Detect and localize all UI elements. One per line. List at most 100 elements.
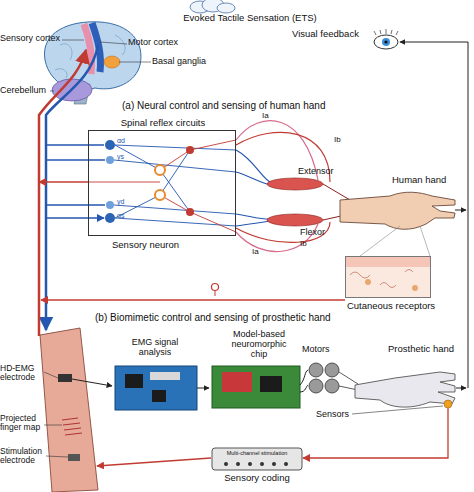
human-hand xyxy=(340,192,455,229)
efferent-nerve xyxy=(236,150,272,226)
afferent-symbol: Ia xyxy=(262,112,282,121)
gamma-motor-neuron xyxy=(106,201,114,209)
feedback-line xyxy=(468,213,469,388)
interneuron xyxy=(155,165,165,175)
afferent-axon xyxy=(88,140,236,232)
motor xyxy=(309,363,323,377)
sensory-neuron xyxy=(186,146,194,154)
part-label: Sensors xyxy=(316,410,356,420)
feedback-line xyxy=(400,42,468,213)
stimulator-box: Multi-channel stimulationSensory coding xyxy=(212,448,302,470)
thought-cloud xyxy=(190,0,235,13)
fingertip-sensor xyxy=(444,400,452,408)
receptor-inset: Cutaneous receptors xyxy=(345,256,431,298)
receptor xyxy=(365,279,371,285)
stage-label: Model-based neuromorphic chip xyxy=(222,330,296,360)
part-label: Motor cortex xyxy=(128,38,190,48)
motor xyxy=(325,363,339,377)
leader-line xyxy=(100,42,127,44)
leader-line xyxy=(44,372,68,457)
neuron-symbol: γs xyxy=(117,153,137,161)
fpga-chip xyxy=(260,376,282,392)
loop-label: Visual feedback xyxy=(292,29,372,39)
afferent-symbol: Ia xyxy=(252,248,272,257)
emg-board xyxy=(115,366,197,410)
skin-layer xyxy=(346,257,430,267)
signal-arrow xyxy=(72,379,112,386)
cloud-lobe xyxy=(217,3,235,13)
alpha-motor-neuron xyxy=(105,213,115,223)
receptor-fiber xyxy=(350,270,413,288)
prosthetic-hand xyxy=(355,372,455,407)
neuron-symbol: γd xyxy=(117,198,137,206)
processor-board xyxy=(222,372,252,392)
afferent-symbol: Ib xyxy=(300,240,320,249)
neuron-symbol: αd xyxy=(117,137,137,145)
box-heading: Cutaneous receptors xyxy=(341,301,441,311)
receptor xyxy=(412,285,418,291)
chip-board xyxy=(212,366,300,408)
leader-line xyxy=(119,62,151,63)
board-chip xyxy=(152,390,166,402)
neuron-body xyxy=(212,284,219,291)
motor xyxy=(309,379,323,393)
eyelash xyxy=(374,29,398,35)
iris xyxy=(382,38,390,46)
box-heading: Sensory coding xyxy=(207,473,307,483)
finger-map xyxy=(62,418,82,435)
leader-line xyxy=(50,91,54,92)
feedback-arrow xyxy=(456,388,466,389)
part-label: Cerebellum xyxy=(0,86,52,96)
reflex-circuit-box: Spinal reflex circuits xyxy=(88,130,236,236)
sensory-neuron xyxy=(186,208,194,216)
box-heading: Spinal reflex circuits xyxy=(89,118,237,128)
part-label: Sensory neuron xyxy=(112,240,202,250)
part-label: Basal ganglia xyxy=(152,57,218,67)
button xyxy=(224,462,228,466)
brain-outline xyxy=(44,22,140,90)
sensory-pathway xyxy=(39,50,86,336)
part-label: Projected finger map xyxy=(0,414,44,433)
section-heading: (b) Biomimetic control and sensing of pr… xyxy=(95,312,375,323)
cutaneous-afferent xyxy=(41,299,345,300)
extensor-muscle xyxy=(267,178,323,190)
motor xyxy=(325,379,339,393)
button xyxy=(284,462,288,466)
stimulation-electrode xyxy=(68,454,80,461)
basal-ganglia xyxy=(104,56,120,68)
neuron-symbol: αs xyxy=(117,212,137,220)
stimulator-body xyxy=(212,448,302,470)
button xyxy=(248,462,252,466)
leader-line xyxy=(352,406,443,414)
leader-line xyxy=(62,40,84,41)
part-label: HD-EMG electrode xyxy=(0,364,44,383)
board-connector xyxy=(150,372,180,380)
part-label: Stimulation electrode xyxy=(0,447,48,466)
stage-label: Motors xyxy=(302,345,342,355)
gamma-motor-neuron xyxy=(106,156,114,164)
part-label: Sensory cortex xyxy=(0,34,62,44)
motor-wire xyxy=(300,370,308,392)
afferent-symbol: Ib xyxy=(334,136,354,145)
interneuron xyxy=(155,190,165,200)
sensation-label: Evoked Tactile Sensation (ETS) xyxy=(150,13,350,23)
stage-label: Prosthetic hand xyxy=(388,344,472,354)
board-chip xyxy=(125,374,143,388)
stage-label: EMG signal analysis xyxy=(122,338,188,358)
alpha-motor-neuron xyxy=(105,140,115,150)
emg-electrode xyxy=(58,374,72,382)
forearm xyxy=(40,328,98,492)
button xyxy=(272,462,276,466)
stimulation-line xyxy=(97,458,211,466)
motor-axon xyxy=(114,145,236,226)
ascending-branch xyxy=(39,181,88,182)
muscle-label: Extensor xyxy=(298,167,348,177)
button xyxy=(236,462,240,466)
eye xyxy=(374,35,398,49)
button xyxy=(260,462,264,466)
signal-arrow xyxy=(197,388,209,389)
flexor-muscle xyxy=(267,214,323,226)
